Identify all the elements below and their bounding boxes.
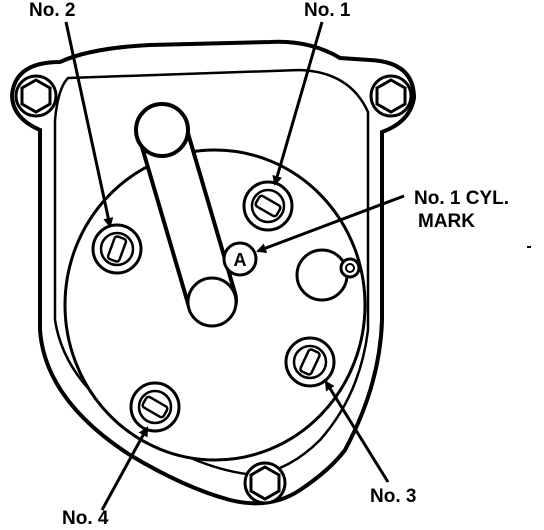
rotor-arm <box>134 102 238 328</box>
label-no3: No. 3 <box>370 486 417 507</box>
terminal-no1 <box>242 180 294 232</box>
label-no4: No. 4 <box>62 508 109 529</box>
terminal-no4 <box>129 381 181 433</box>
leader-arrows <box>64 21 405 511</box>
label-no2: No. 2 <box>29 0 76 21</box>
terminal-no3 <box>284 336 336 388</box>
cylinder-mark: A <box>222 241 258 277</box>
side-boss <box>295 248 361 302</box>
arrow-mark <box>256 194 405 253</box>
label-no1-cyl-mark-line2: MARK <box>418 211 475 232</box>
cap-outer-outline <box>9 39 417 506</box>
arrow-no3 <box>324 380 390 483</box>
cylinder-mark-glyph: A <box>234 250 247 270</box>
label-no1: No. 1 <box>304 0 351 21</box>
mounting-bolt-bottom <box>243 461 287 505</box>
mounting-bolt-right <box>369 74 413 118</box>
arrow-no1 <box>272 21 324 186</box>
arrow-no4 <box>100 426 149 511</box>
mounting-bolt-left <box>14 74 58 118</box>
label-no1-cyl-mark-line1: No. 1 CYL. <box>414 188 510 209</box>
terminal-no2 <box>91 223 143 275</box>
arrow-no2 <box>64 21 114 228</box>
